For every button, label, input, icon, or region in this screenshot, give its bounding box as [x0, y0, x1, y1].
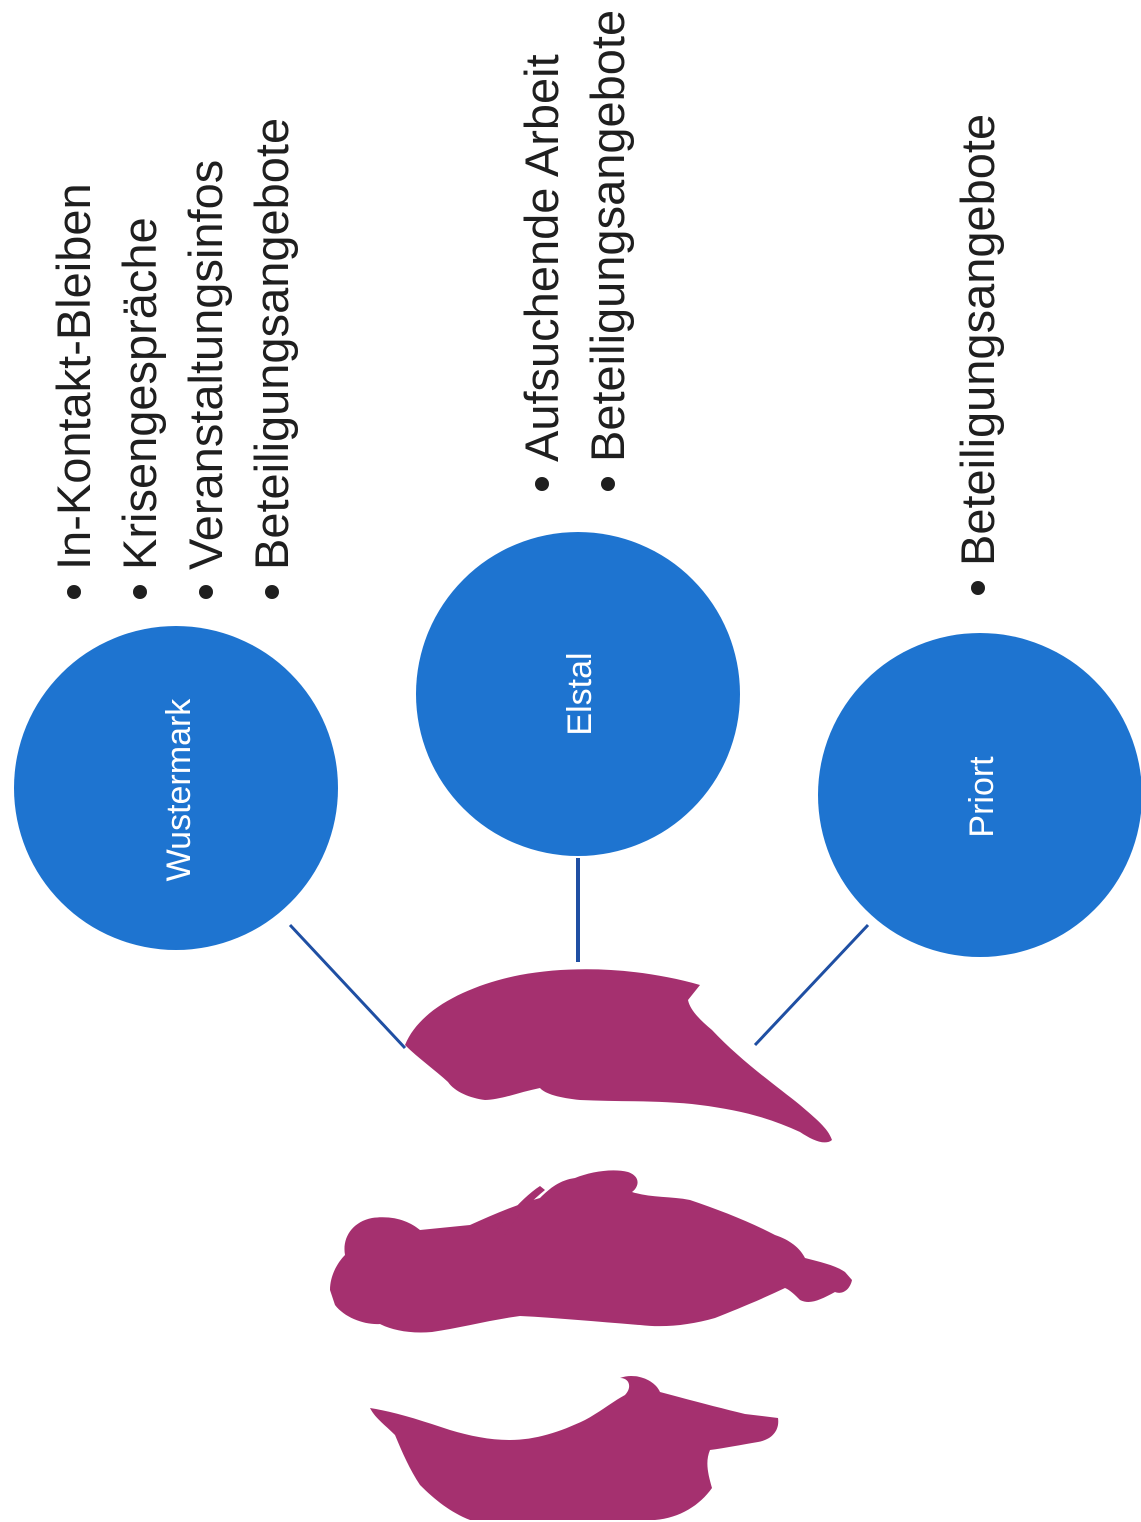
connectors	[288, 858, 870, 1050]
bullet-dot	[199, 585, 213, 599]
node-circle-priort	[818, 633, 1141, 957]
node-label-elstal: Elstal	[561, 652, 599, 735]
bullet-dot	[535, 477, 549, 491]
node-label-priort: Priort	[963, 756, 1001, 838]
bullet-dot	[265, 585, 279, 599]
bullet-list-elstal: Aufsuchende Arbeit Beteiligungsangebote	[515, 10, 634, 491]
people-silhouettes-icon	[330, 969, 852, 1520]
bullet-item-wustermark-1: In-Kontakt-Bleiben	[47, 183, 100, 570]
bullet-dot	[971, 581, 985, 595]
bullet-dot	[133, 585, 147, 599]
bullet-item-wustermark-2: Krisengespräche	[113, 217, 166, 570]
bullet-list-priort: Beteiligungsangebote	[951, 114, 1004, 595]
bullet-item-wustermark-4: Beteiligungsangebote	[245, 118, 298, 570]
bullet-item-wustermark-3: Veranstaltungsinfos	[179, 160, 232, 570]
node-priort: Priort	[818, 633, 1141, 957]
bullet-item-priort-1: Beteiligungsangebote	[951, 114, 1004, 566]
node-circle-wustermark	[14, 626, 338, 950]
person-silhouette-3	[370, 1375, 779, 1520]
node-elstal: Elstal	[416, 532, 740, 856]
person-silhouette-2-bag	[495, 1186, 545, 1235]
person-silhouette-2	[330, 1170, 852, 1333]
node-wustermark: Wustermark	[14, 626, 338, 950]
bullet-list-wustermark: In-Kontakt-Bleiben Krisengespräche Veran…	[47, 118, 298, 599]
connector-wustermark	[288, 923, 407, 1050]
bullet-dot	[67, 585, 81, 599]
connector-priort	[753, 923, 870, 1047]
bullet-item-elstal-2: Beteiligungsangebote	[581, 10, 634, 462]
node-label-wustermark: Wustermark	[160, 698, 198, 882]
node-circle-elstal	[416, 532, 740, 856]
person-silhouette-1	[405, 969, 832, 1143]
bullet-dot	[601, 477, 615, 491]
bullet-item-elstal-1: Aufsuchende Arbeit	[515, 54, 568, 462]
